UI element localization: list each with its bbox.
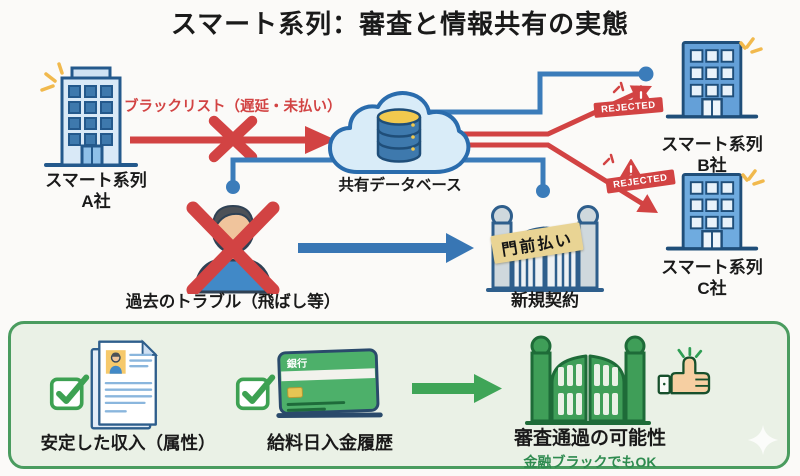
thumbs-up-icon: [657, 347, 711, 395]
pass-possibility-sublabel: 金融ブラックでもOK: [523, 454, 657, 470]
database-icon: [376, 108, 422, 163]
company-b-suffix: B社: [697, 156, 727, 175]
bank-card-label: 銀行: [286, 357, 307, 371]
company-a-name: スマート系列: [45, 171, 147, 190]
company-c-label: スマート系列 C社: [652, 257, 772, 299]
checkbox-checked-icon: [49, 374, 90, 411]
building-b-icon: [665, 41, 759, 119]
checkbox-checked-icon: [235, 374, 276, 411]
company-b-label: スマート系列 B社: [652, 134, 772, 176]
person-label: 過去のトラブル（飛ばし等）: [125, 293, 341, 311]
sparkle-icon: [40, 62, 64, 92]
cloud-to-b-line: [430, 66, 654, 115]
approval-gate-icon: [525, 335, 651, 425]
company-a-label: スマート系列 A社: [30, 170, 162, 212]
page-title: スマート系列：審査と情報共有の実態: [170, 9, 630, 39]
sparkle-icon: [677, 347, 703, 358]
person-blocked-icon: [186, 201, 280, 294]
income-label: 安定した収入（属性）: [40, 433, 216, 453]
alert-sparkle-icon: [612, 81, 625, 94]
person-to-gate-arrow: [298, 233, 474, 263]
company-b-name: スマート系列: [661, 135, 763, 154]
company-a-suffix: A社: [81, 192, 111, 211]
new-contract-label: 新規契約: [511, 291, 579, 310]
alert-sparkle-icon: [602, 153, 615, 166]
company-c-name: スマート系列: [661, 258, 763, 277]
salary-deposit-label: 給料日入金履歴: [267, 433, 393, 453]
approval-arrow: [412, 374, 502, 403]
blacklist-arrow: [130, 115, 336, 163]
blocked-x-icon: [208, 115, 258, 163]
pass-possibility-label: 審査通過の可能性: [513, 428, 666, 449]
document-icon: [90, 339, 159, 430]
building-a-icon: [40, 62, 138, 167]
sparkle-icon: [739, 37, 763, 54]
bank-card-icon: 銀行: [276, 348, 383, 418]
blocked-x-icon: [186, 201, 280, 294]
star-icon: [747, 424, 779, 456]
cloud-database-icon: [328, 91, 471, 174]
sparkle-icon: [741, 169, 765, 186]
company-c-suffix: C社: [697, 279, 727, 298]
building-c-icon: [665, 173, 759, 251]
cloud-label: 共有データベース: [338, 177, 462, 194]
blacklist-label: ブラックリスト（遅延・未払い）: [124, 99, 342, 115]
